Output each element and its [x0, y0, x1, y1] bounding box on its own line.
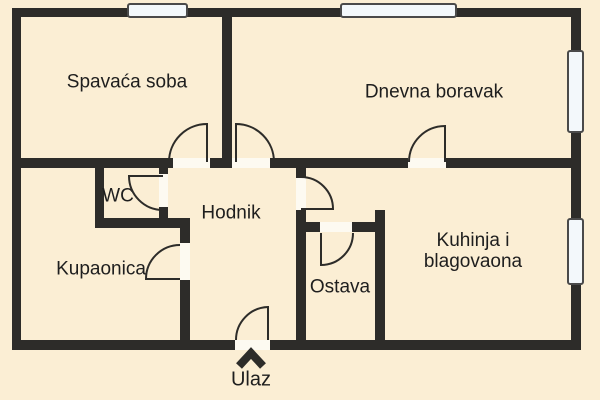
room-label-hodnik: Hodnik: [201, 202, 261, 224]
window-right-upper: [567, 50, 584, 133]
wall-wc-left: [95, 158, 104, 228]
wall-ostava-top-west: [296, 222, 320, 232]
door-swing-entrance: [235, 305, 269, 341]
wall-outer-top: [12, 8, 581, 17]
wall-mid-a: [12, 158, 173, 168]
wall-mid-b: [210, 158, 232, 168]
door-swing-living: [235, 122, 275, 163]
door-opening-kitchen: [408, 158, 446, 168]
window-living: [340, 3, 457, 18]
door-opening-entrance: [235, 340, 270, 350]
room-label-dnevna-boravak: Dnevna boravak: [364, 81, 504, 103]
room-label-kuhinja-line1: Kuhinja i: [436, 230, 510, 251]
room-label-kupaonica: Kupaonica: [56, 258, 146, 280]
wall-mid-c: [270, 158, 408, 168]
wall-ostava-east: [375, 210, 385, 340]
door-swing-bathroom: [144, 244, 181, 280]
room-label-kuhinja-line2: blagovaona: [423, 251, 523, 272]
room-label-kuhinja: Kuhinja i blagovaona: [424, 230, 522, 272]
door-opening-hall-kitchen: [296, 178, 306, 210]
door-opening-bedroom: [173, 158, 210, 168]
wall-outer-bottom: [12, 340, 581, 350]
wall-outer-left: [12, 8, 21, 350]
wall-wc-bottom: [95, 218, 190, 228]
room-label-spavaca-soba: Spavaća soba: [66, 71, 188, 93]
wall-wc-right-upper: [159, 158, 168, 174]
door-opening-living: [232, 158, 270, 168]
door-opening-wc: [159, 174, 168, 207]
wall-mid-d: [446, 158, 581, 168]
room-label-wc: WC: [102, 185, 134, 207]
door-swing-kitchen: [408, 124, 446, 163]
wall-ostava-top-east: [352, 222, 385, 232]
window-bedroom: [127, 3, 188, 18]
wall-bedroom-divider: [222, 17, 232, 168]
entrance-arrow-icon: [236, 347, 266, 369]
door-swing-wc: [127, 175, 164, 211]
door-swing-hall-kitchen: [300, 176, 335, 210]
door-swing-ostava: [320, 232, 354, 267]
door-opening-ostava: [320, 222, 352, 232]
door-swing-bedroom: [168, 122, 208, 163]
entrance-label: Ulaz: [230, 368, 272, 391]
window-right-lower: [567, 218, 584, 285]
wall-hall-east-stub: [296, 158, 306, 178]
wall-bath-east-upper: [180, 228, 190, 243]
wall-bath-east-lower: [180, 280, 190, 340]
wall-wc-right-lower: [159, 207, 168, 218]
wall-hall-east-lower: [296, 210, 306, 340]
room-label-ostava: Ostava: [309, 276, 371, 298]
door-opening-bathroom: [180, 243, 190, 280]
wall-outer-right: [571, 8, 581, 350]
